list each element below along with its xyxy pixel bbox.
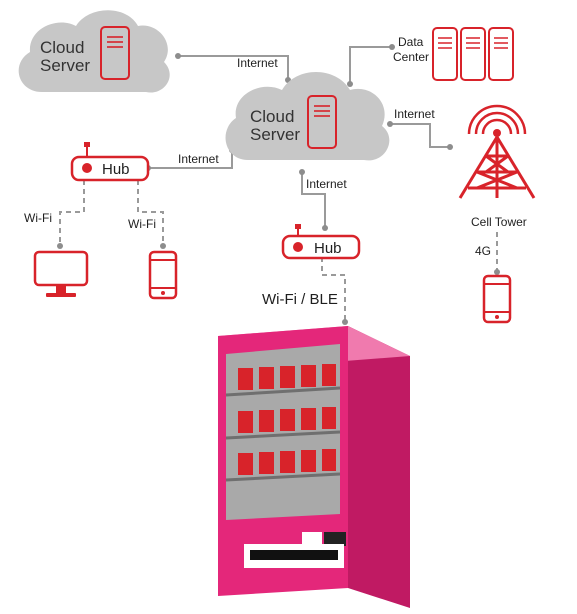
cloud-label-line2: Server [250,125,300,144]
cell-tower-label: Cell Tower [471,215,527,229]
link-label-wifi-phone: Wi-Fi [128,217,156,231]
smartphone-icon [482,274,512,324]
connector-datacenter [349,46,390,84]
link-label-4g: 4G [475,244,491,258]
connector-hub-left [148,150,233,169]
connector-hub-center [301,172,326,228]
hub-label: Hub [314,240,342,257]
connector-wifi-ble [321,257,346,322]
server-rack-icon [432,27,514,81]
cloud-label-line2: Server [40,56,90,75]
cloud-server-left: Cloud Server [18,10,170,93]
hub-label: Hub [102,161,130,178]
monitor-icon [33,250,89,297]
data-center-label-line1: Data [398,35,424,49]
connector-wifi-monitor [59,180,85,246]
cloud-label-line1: Cloud [40,38,84,57]
connector-wifi-phone [137,180,164,246]
server-icon [307,95,337,149]
link-label-wifi-ble: Wi-Fi / BLE [262,291,338,308]
connector-tower [390,123,450,148]
data-center: Data Center [393,27,514,81]
cloud-shape [18,10,170,93]
vending-control-panel [302,532,322,546]
hub-center: Hub [281,224,361,260]
server-icon [100,26,130,80]
link-label-internet-tower: Internet [394,107,435,121]
hub-device-icon [70,155,150,182]
link-label-internet-hub-left: Internet [178,152,219,166]
cell-tower-icon [458,104,536,199]
vending-machine-icon [218,326,410,608]
vending-products [238,364,336,475]
cloud-server-center: Cloud Server [225,72,390,161]
hub-left: Hub [70,142,150,182]
hub-device-icon [281,234,361,260]
smartphone-icon [148,250,178,300]
vending-side [348,326,410,608]
connector-internet-top [178,55,289,78]
cloud-label-line1: Cloud [250,107,294,126]
data-center-label-line2: Center [393,50,429,64]
link-label-wifi-monitor: Wi-Fi [24,211,52,225]
vending-shelves [225,386,341,482]
vending-coin-slot [324,532,346,546]
connectors [59,46,498,322]
link-label-internet-top: Internet [237,56,278,70]
link-label-internet-hub-center: Internet [306,177,347,191]
